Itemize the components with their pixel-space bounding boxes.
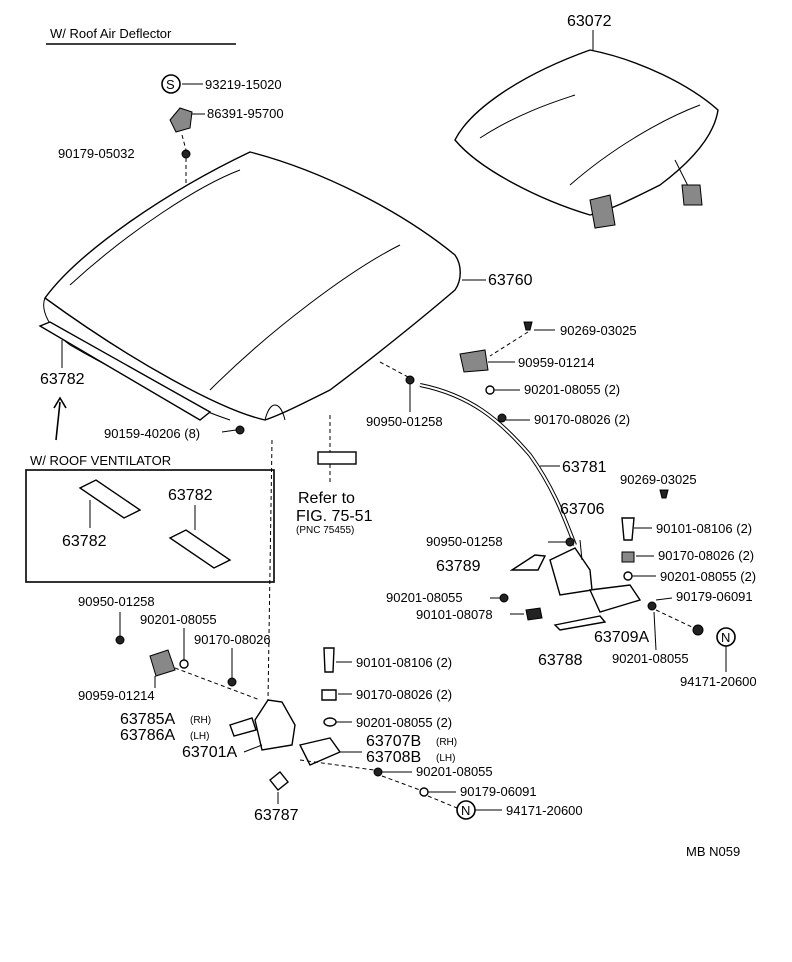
label-90179-06091-b: 90179-06091 [676,589,753,604]
cover-63789 [509,554,547,571]
label-90201-08055-b: 90201-08055 (2) [660,569,756,584]
label-rh-b: (RH) [436,737,457,748]
label-90201-08055-d: 90201-08055 [612,651,689,666]
label-63072: 63072 [567,13,612,30]
front-strip-63782 [38,321,212,421]
screw-90269-b [659,489,669,499]
label-90950-01258-a: 90950-01258 [366,414,443,429]
label-63787: 63787 [254,807,299,824]
label-63789: 63789 [436,558,481,575]
nut-90170-d [321,689,337,701]
bracket-90959-a [459,349,489,373]
label-90101-08106-c: 90101-08106 (2) [356,655,452,670]
bolt-90101-c [323,647,335,673]
ref-line3: (PNC 75455) [296,525,354,536]
label-63781: 63781 [562,459,607,476]
label-90201-08055-f: 90201-08055 (2) [356,715,452,730]
air-deflector-63072 [454,30,719,229]
hinge-63701A [229,699,342,766]
clip-63787 [269,771,289,791]
ref-line2: FIG. 75-51 [296,508,373,525]
s-mark-symbol: S [161,74,181,94]
svg-text:S: S [166,77,175,92]
vent-bracket-right [168,529,232,569]
label-93219-15020: 93219-15020 [205,77,282,92]
label-90201-08055-a: 90201-08055 (2) [524,382,620,397]
heading-air-deflector: W/ Roof Air Deflector [50,26,172,41]
label-63786A: 63786A [120,727,175,744]
diagram-code: MB N059 [686,844,740,859]
nut-90170-b [621,551,635,563]
svg-text:N: N [461,803,470,818]
label-90959-01214-b: 90959-01214 [78,688,155,703]
label-90170-08026-d: 90170-08026 (2) [356,687,452,702]
rod-63781 [419,383,577,546]
label-90950-01258-c: 90950-01258 [78,594,155,609]
nut-90179-05032 [181,149,191,159]
label-63782-inset-right: 63782 [168,487,213,504]
label-90179-05032: 90179-05032 [58,146,135,161]
label-63782-inset-left: 63782 [62,533,107,550]
label-63707B: 63707B [366,733,421,750]
arrow-up-icon [53,396,67,441]
ventilator-box [25,469,275,583]
label-63706: 63706 [560,501,605,518]
label-90159-40206: 90159-40206 (8) [104,426,200,441]
n-mark-symbol-a: N [716,627,736,647]
heading-ventilator: W/ ROOF VENTILATOR [30,453,171,468]
label-63785A: 63785A [120,711,175,728]
label-63708B: 63708B [366,749,421,766]
bracket-86391 [169,107,193,133]
label-90269-03025-a: 90269-03025 [560,323,637,338]
screw-90269-a [523,321,533,331]
label-90201-08055-c: 90201-08055 [386,590,463,605]
label-63782-top: 63782 [40,371,85,388]
label-94171-20600-b: 94171-20600 [506,803,583,818]
label-lh-b: (LH) [436,753,455,764]
label-90201-08055-g: 90201-08055 [416,764,493,779]
vent-bracket-left [78,479,142,519]
bracket-90959-b [149,649,176,677]
bolt-90101-a [621,517,635,541]
svg-text:N: N [721,630,730,645]
ref-tag-icon [317,451,357,465]
bolt-90101-b [525,607,543,621]
label-90959-01214-a: 90959-01214 [518,355,595,370]
label-90170-08026-a: 90170-08026 (2) [534,412,630,427]
label-90101-08078: 90101-08078 [416,607,493,622]
label-90170-08026-c: 90170-08026 [194,632,271,647]
label-86391-95700: 86391-95700 [207,106,284,121]
label-90950-01258-b: 90950-01258 [426,534,503,549]
plate-63788 [553,615,607,631]
label-63709A: 63709A [594,629,649,646]
label-63760: 63760 [488,272,533,289]
label-94171-20600-a: 94171-20600 [680,674,757,689]
label-63788: 63788 [538,652,583,669]
label-90170-08026-b: 90170-08026 (2) [658,548,754,563]
hinge-63706 [549,539,642,613]
label-90201-08055-e: 90201-08055 [140,612,217,627]
label-90179-06091-c: 90179-06091 [460,784,537,799]
label-90101-08106-a: 90101-08106 (2) [656,521,752,536]
n-mark-symbol-b: N [456,800,476,820]
label-rh-a: (RH) [190,715,211,726]
ref-line1: Refer to [298,490,355,507]
roof-panel-63760 [43,151,461,421]
label-63701A: 63701A [182,744,237,761]
label-lh-a: (LH) [190,731,209,742]
label-90269-03025-b: 90269-03025 [620,472,697,487]
